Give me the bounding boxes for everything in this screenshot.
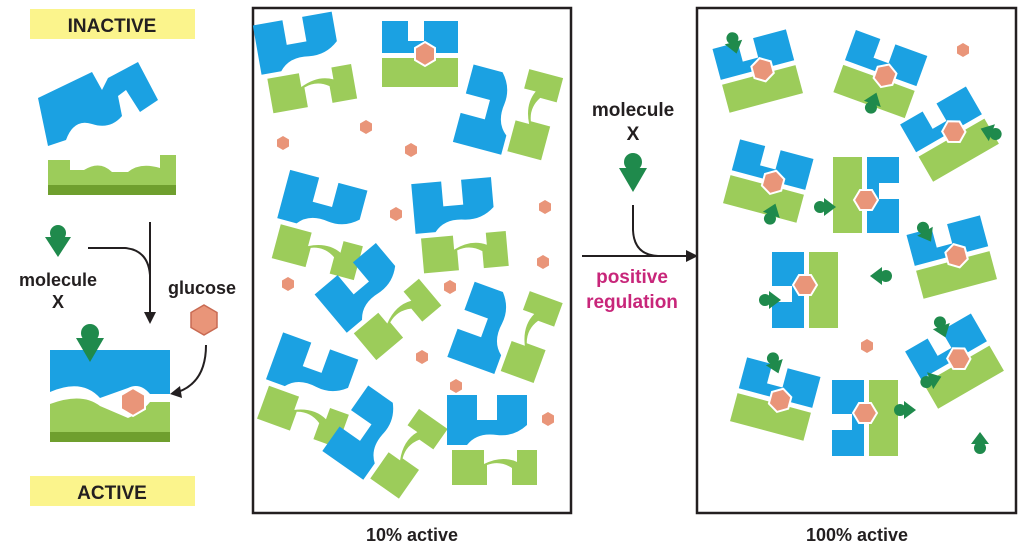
molecule-x-label-mid-line2: X bbox=[627, 124, 640, 145]
molecule-x-label-left-line2: X bbox=[52, 292, 64, 312]
regulation-arrow bbox=[582, 205, 698, 262]
inactive-enzyme-large bbox=[38, 62, 176, 195]
panel-right-caption: 100% active bbox=[806, 525, 908, 545]
panel-left-caption: 10% active bbox=[366, 525, 458, 545]
glucose-label: glucose bbox=[168, 278, 236, 298]
positive-regulation-line1: positive bbox=[596, 267, 668, 288]
molecule-x-icon-mid bbox=[619, 153, 647, 192]
positive-regulation-line2: regulation bbox=[586, 292, 678, 313]
molecule-x-label-left-line1: molecule bbox=[19, 270, 97, 290]
active-tag-bg bbox=[30, 476, 195, 506]
inactive-tag-bg bbox=[30, 9, 195, 39]
active-label: ACTIVE bbox=[77, 483, 147, 504]
active-enzyme-large bbox=[50, 324, 170, 442]
merge-arrow-left bbox=[88, 222, 156, 324]
inactive-label: INACTIVE bbox=[68, 16, 157, 37]
active-label-group: ACTIVE bbox=[30, 476, 195, 506]
molecule-x-icon-left bbox=[45, 225, 71, 257]
inactive-label-group: INACTIVE bbox=[30, 9, 195, 39]
molecule-x-label-mid-line1: molecule bbox=[592, 100, 674, 121]
glucose-icon-left bbox=[190, 304, 218, 336]
glucose-arrow bbox=[170, 344, 207, 398]
